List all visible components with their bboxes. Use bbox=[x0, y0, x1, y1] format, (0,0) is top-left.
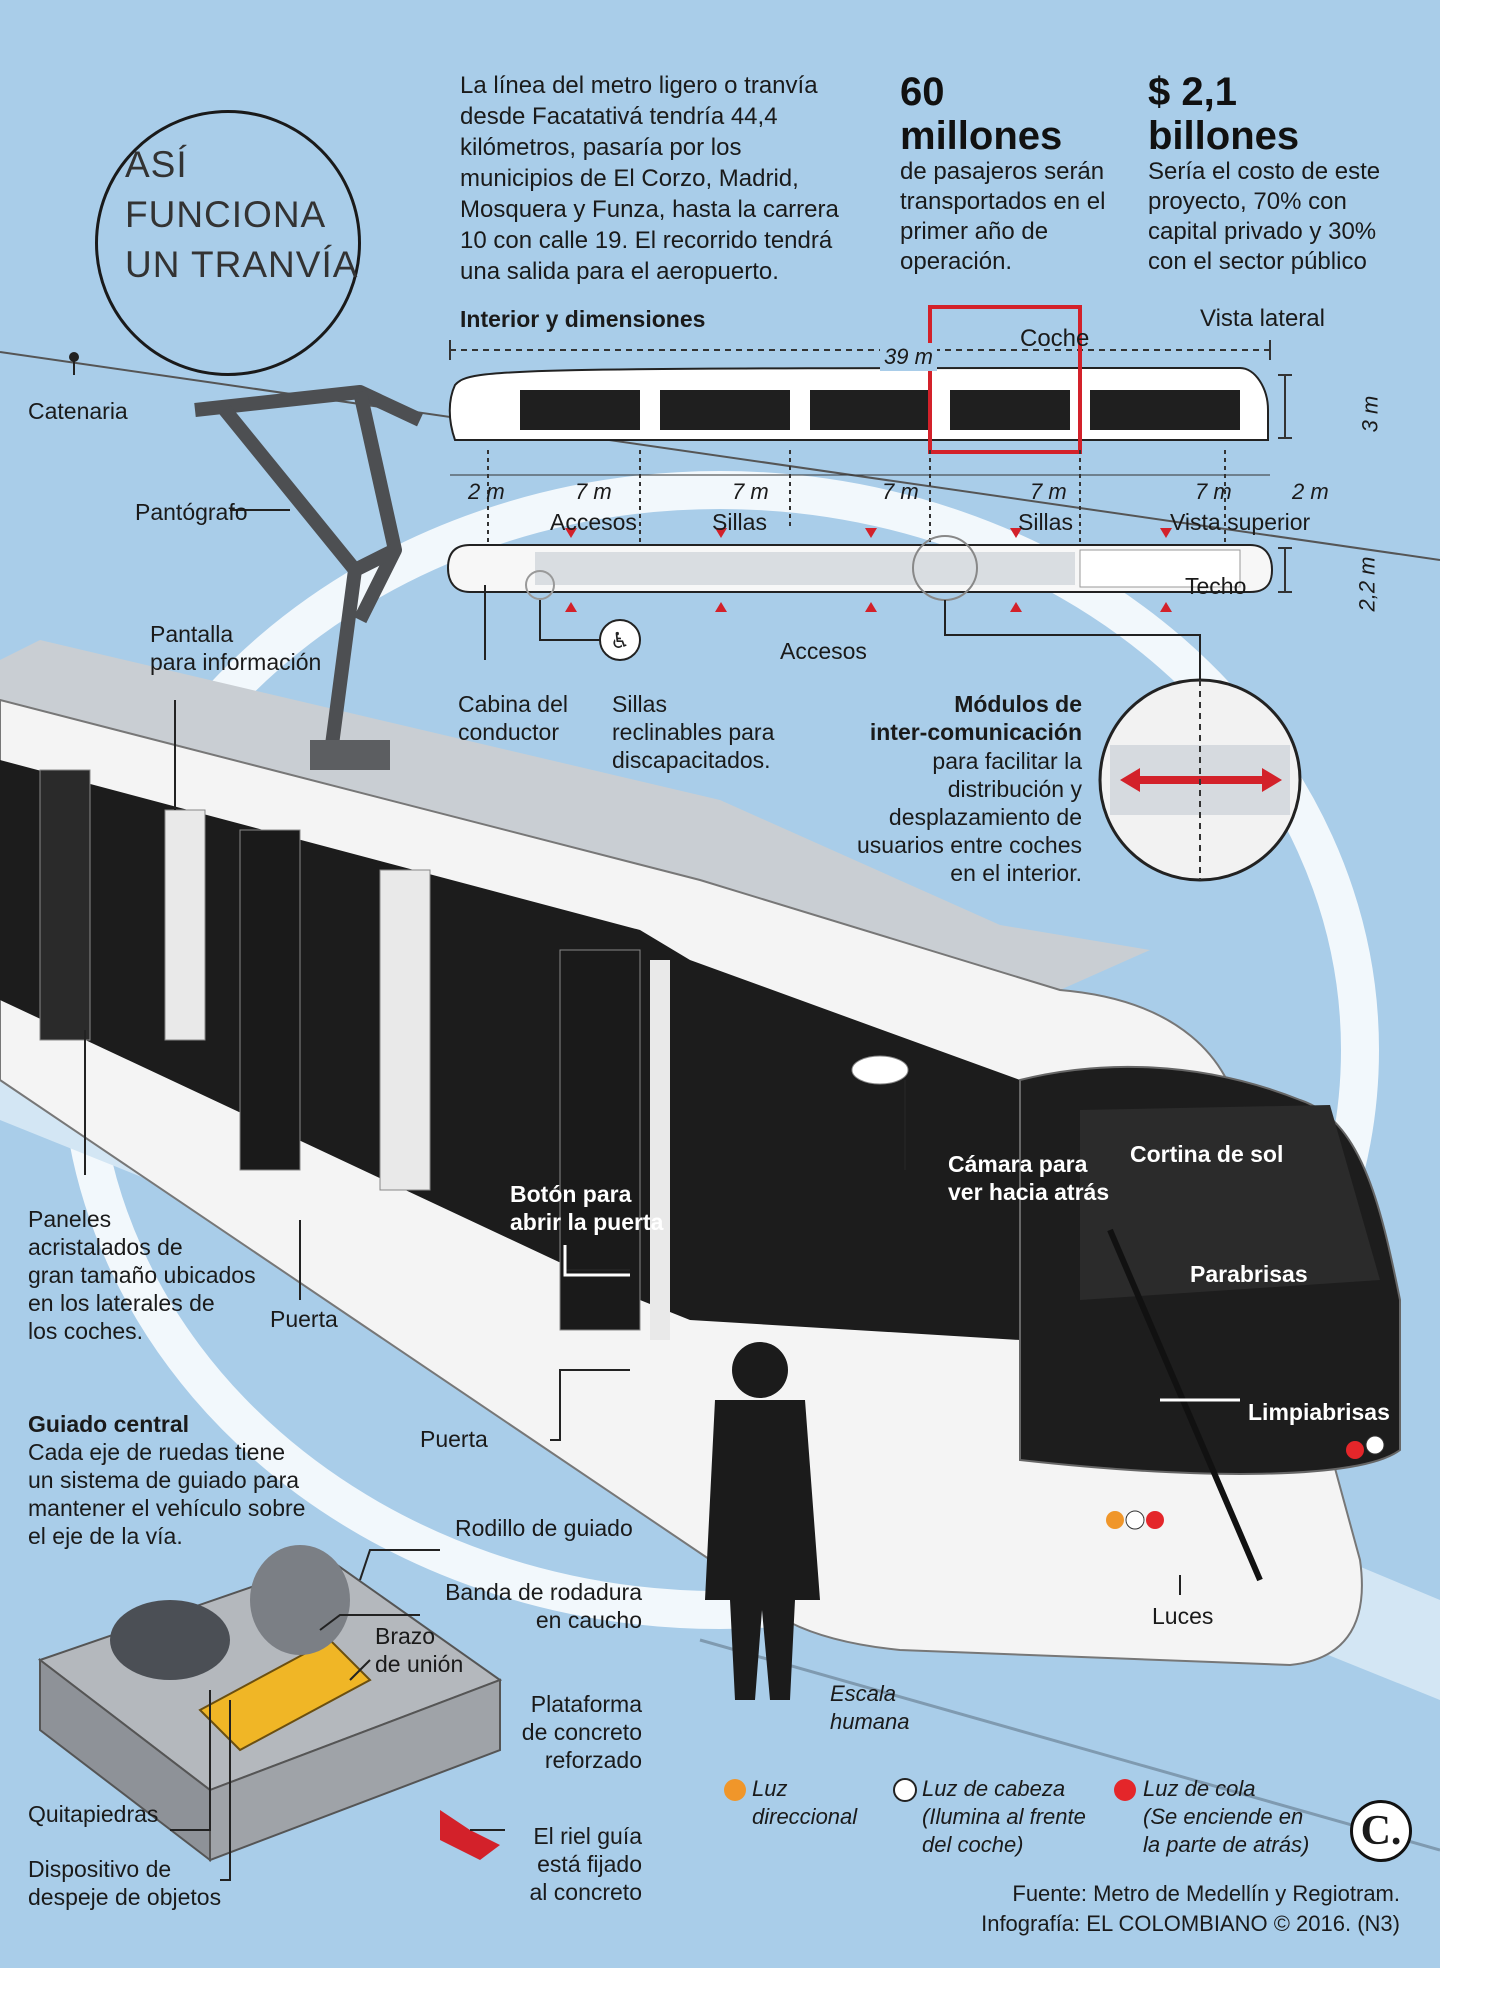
source-text: Fuente: Metro de Medellín y Regiotram. bbox=[1012, 1881, 1400, 1906]
segment-label: 7 m bbox=[575, 479, 612, 504]
sillas-reclinables-label: Sillas reclinables para discapacitados. bbox=[612, 691, 775, 773]
intercom-module-magnifier bbox=[1098, 678, 1302, 882]
side-view-label: Vista lateral bbox=[1200, 305, 1325, 332]
escala-label: Escala humana bbox=[830, 1681, 910, 1734]
limpiabrisas-label: Limpiabrisas bbox=[1248, 1399, 1390, 1425]
accesos-top-label: Accesos bbox=[550, 509, 637, 535]
top-view-label: Vista superior bbox=[1170, 509, 1311, 535]
height-label: 3 m bbox=[1357, 395, 1383, 433]
segment-label: 7 m bbox=[1195, 479, 1232, 504]
pantalla-label: Pantalla para información bbox=[150, 621, 322, 675]
pantograph bbox=[194, 385, 423, 761]
legend-dot-cola bbox=[1114, 1779, 1136, 1801]
illustration: ♿ bbox=[0, 305, 1440, 1881]
stat-cost-value: $ 2,1 billones bbox=[1148, 70, 1300, 158]
banda-label: Banda de rodadura en caucho bbox=[445, 1579, 642, 1633]
top-view-diagram bbox=[446, 528, 1292, 680]
legend-cabeza: Luz de cabeza (Ilumina al frente del coc… bbox=[922, 1776, 1086, 1857]
modulos-text: para facilitar la distribución y desplaz… bbox=[856, 748, 1082, 886]
rodillo-label: Rodillo de guiado bbox=[455, 1515, 633, 1541]
wheelchair-icon bbox=[599, 619, 641, 661]
guide-system-illustration bbox=[37, 1545, 503, 1863]
legend-dot-direccional bbox=[724, 1779, 746, 1801]
guiado-title: Guiado central bbox=[28, 1411, 190, 1437]
puerta-label-2: Puerta bbox=[420, 1426, 488, 1452]
puerta-label-1: Puerta bbox=[270, 1306, 338, 1332]
rail bbox=[699, 1638, 1440, 1852]
techo-label: Techo bbox=[1185, 573, 1247, 599]
stat-passengers-text: de pasajeros serán transportados en el p… bbox=[900, 158, 1106, 275]
parabrisas-label: Parabrisas bbox=[1190, 1261, 1308, 1287]
segment-label: 2 m bbox=[468, 479, 505, 504]
length-label: 39 m bbox=[880, 343, 937, 371]
cortina-label: Cortina de sol bbox=[1130, 1141, 1284, 1167]
title-circle bbox=[95, 110, 361, 376]
accesos-bottom-label: Accesos bbox=[780, 638, 867, 664]
plataforma-label: Plataforma de concreto reforzado bbox=[521, 1691, 642, 1773]
modulos-title: Módulos de inter-comunicación bbox=[869, 691, 1082, 745]
coche-label: Coche bbox=[1020, 325, 1090, 352]
brazo-label: Brazo de unión bbox=[375, 1623, 464, 1677]
legend-dot-cabeza bbox=[893, 1778, 917, 1802]
pantografo-label: Pantógrafo bbox=[135, 499, 248, 525]
dimensions-heading: Interior y dimensiones bbox=[460, 306, 706, 332]
segment-label: 2 m bbox=[1292, 479, 1329, 504]
tram-illustration bbox=[0, 640, 1401, 1667]
cabina-label: Cabina del conductor bbox=[458, 691, 568, 745]
legend-cola: Luz de cola (Se enciende en la parte de … bbox=[1143, 1776, 1310, 1857]
paneles-label: Paneles acristalados de gran tamaño ubic… bbox=[28, 1206, 256, 1344]
catenaria-label: Catenaria bbox=[28, 398, 128, 424]
camara-label: Cámara para ver hacia atrás bbox=[948, 1151, 1110, 1205]
credit-text: Infografía: EL COLOMBIANO © 2016. (N3) bbox=[981, 1911, 1400, 1936]
stat-cost-text: Sería el costo de este proyecto, 70% con… bbox=[1148, 158, 1381, 275]
page-title: ASÍ FUNCIONA UN TRANVÍA bbox=[125, 144, 359, 285]
width-label: 2,2 m bbox=[1354, 556, 1380, 612]
luces-label: Luces bbox=[1152, 1603, 1214, 1629]
guiado-text: Cada eje de ruedas tiene un sistema de g… bbox=[28, 1439, 306, 1549]
segment-label: 7 m bbox=[882, 479, 919, 504]
coche-highlight bbox=[928, 305, 1082, 454]
quitapiedras-label: Quitapiedras bbox=[28, 1801, 159, 1827]
dispositivo-label: Dispositivo de despeje de objetos bbox=[28, 1856, 222, 1910]
intro-text: La línea del metro ligero o tranvía desd… bbox=[460, 72, 839, 285]
pantograph-base bbox=[310, 740, 390, 770]
boton-label: Botón para abrir la puerta bbox=[510, 1181, 664, 1235]
svg-text:♿: ♿ bbox=[610, 629, 630, 654]
human-scale-figure bbox=[705, 1342, 820, 1700]
side-view-diagram bbox=[448, 305, 1292, 575]
sillas-label-1: Sillas bbox=[712, 509, 767, 535]
segment-label: 7 m bbox=[1030, 479, 1067, 504]
sillas-label-2: Sillas bbox=[1018, 509, 1073, 535]
catenary-wire bbox=[0, 351, 1440, 561]
infographic-canvas: ♿ bbox=[0, 0, 1440, 1968]
legend-direccional: Luz direccional bbox=[752, 1776, 858, 1829]
riel-label: El riel guía está fijado al concreto bbox=[529, 1823, 642, 1905]
segment-label: 7 m bbox=[732, 479, 769, 504]
el-colombiano-logo: C. bbox=[1350, 1800, 1412, 1862]
stat-passengers-value: 60 millones bbox=[900, 70, 1063, 158]
